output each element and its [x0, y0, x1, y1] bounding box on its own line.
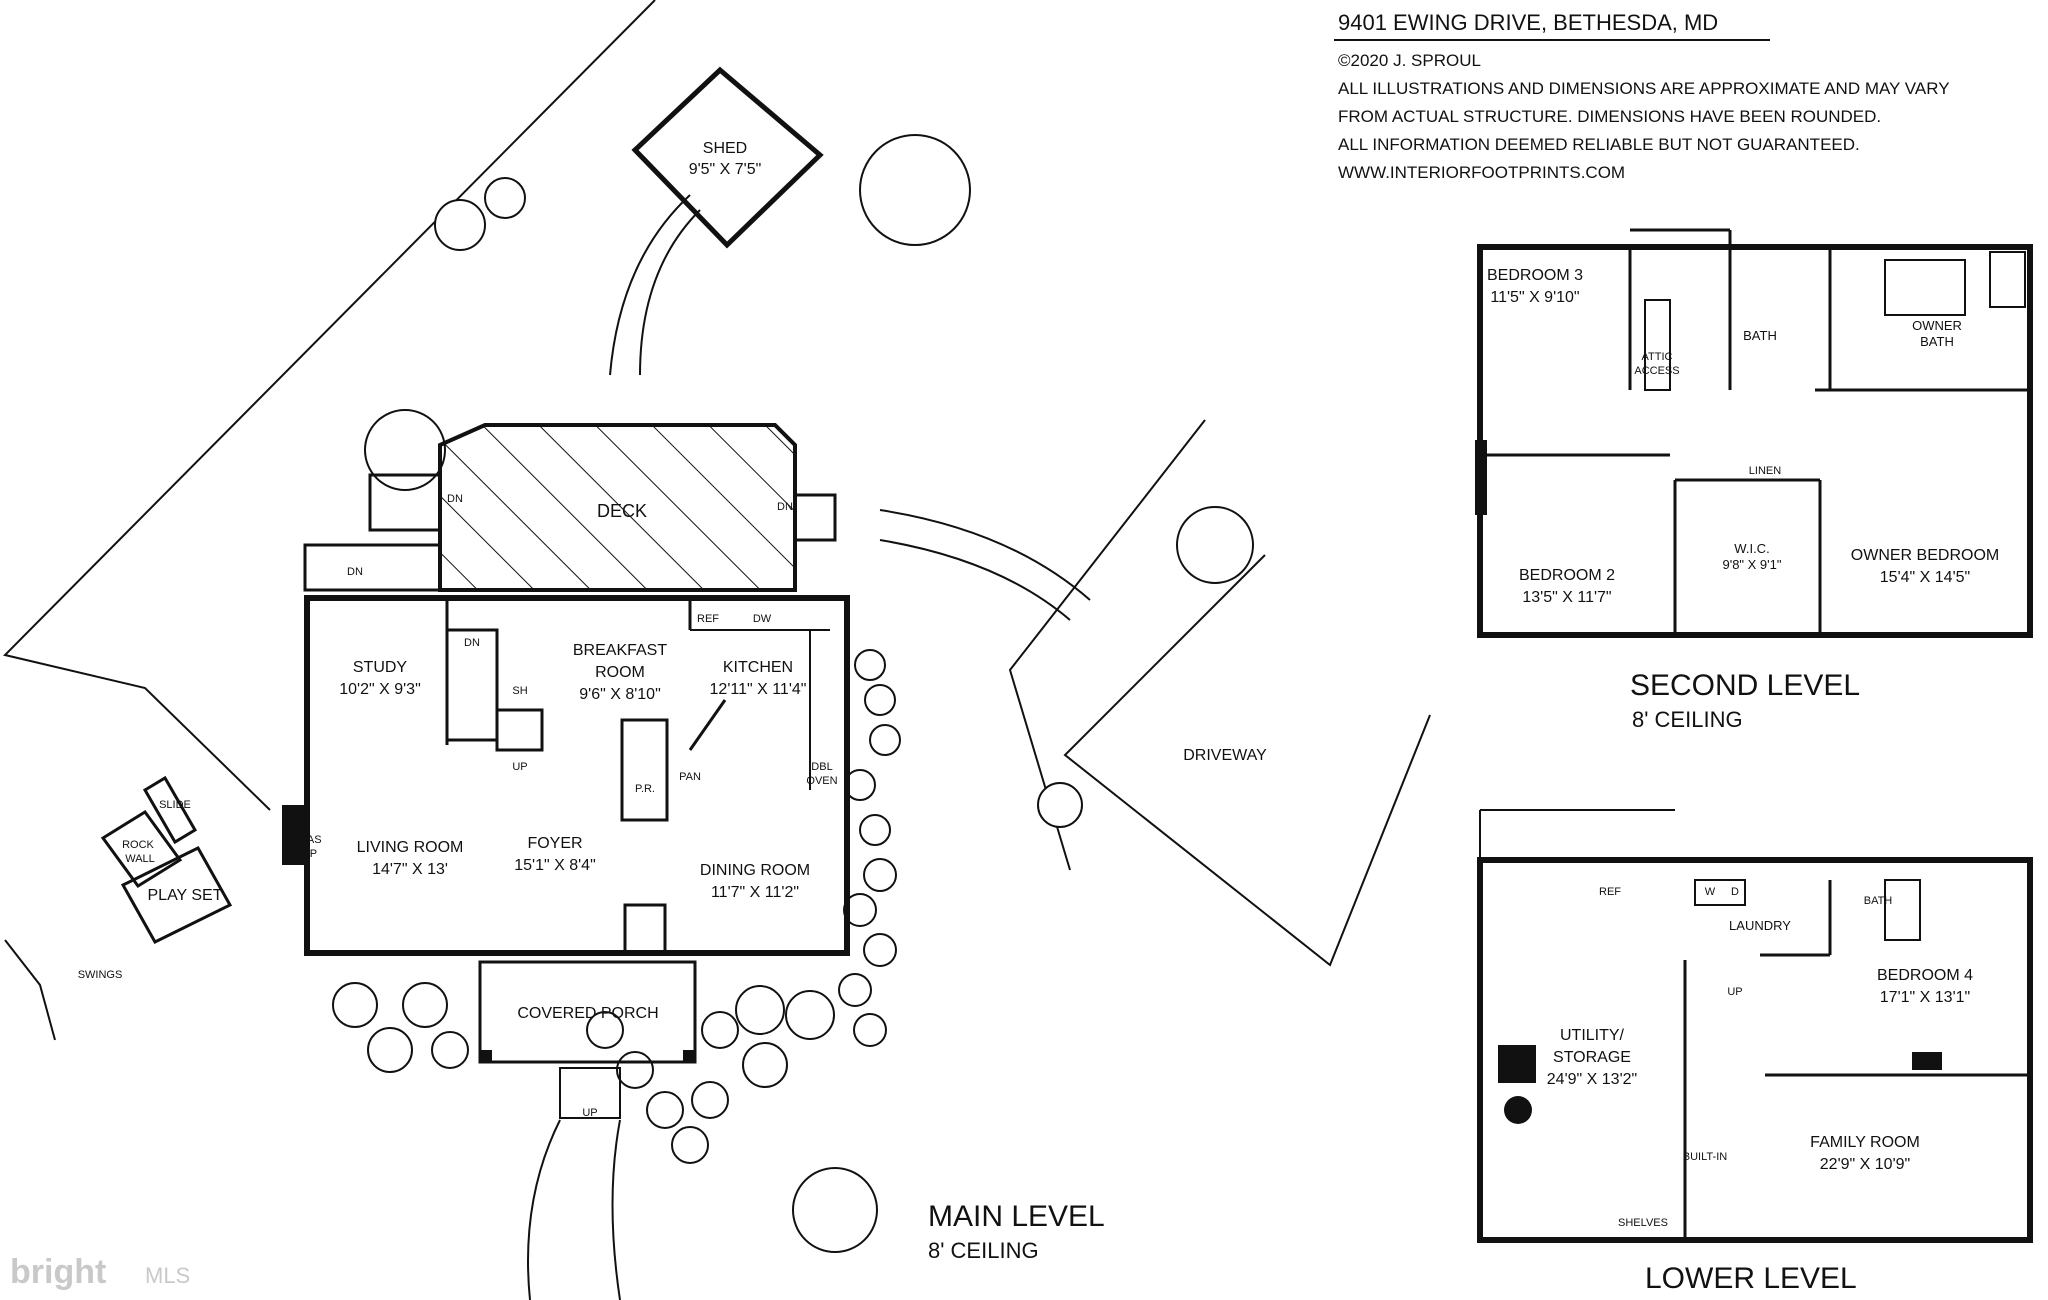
svg-text:GAS: GAS [298, 834, 321, 846]
main-level-ceiling: 8' CEILING [928, 1238, 1039, 1263]
svg-text:REF: REF [1599, 886, 1621, 898]
svg-text:LIVING ROOM: LIVING ROOM [357, 839, 464, 856]
svg-text:BREAKFAST: BREAKFAST [573, 642, 667, 659]
shed: SHED 9'5" X 7'5" [631, 66, 824, 249]
svg-text:D: D [1731, 886, 1739, 898]
covered-porch: COVERED PORCH UP [478, 960, 697, 1300]
svg-text:BEDROOM 3: BEDROOM 3 [1487, 267, 1583, 284]
svg-text:ATTIC: ATTIC [1642, 351, 1673, 363]
deck: DECK DN DN DN [303, 423, 837, 592]
svg-text:SWINGS: SWINGS [78, 969, 123, 981]
disclaimer-line-2: FROM ACTUAL STRUCTURE. DIMENSIONS HAVE B… [1338, 107, 1881, 126]
svg-text:SH: SH [512, 685, 527, 697]
svg-text:W.I.C.: W.I.C. [1734, 541, 1769, 556]
svg-text:UP: UP [512, 761, 527, 773]
svg-text:KITCHEN: KITCHEN [723, 659, 793, 676]
trees [332, 134, 1254, 1253]
svg-text:22'9" X 10'9": 22'9" X 10'9" [1820, 1156, 1910, 1173]
svg-text:9'6" X 8'10": 9'6" X 8'10" [579, 686, 661, 703]
svg-text:11'5" X 9'10": 11'5" X 9'10" [1490, 289, 1579, 306]
svg-text:BATH: BATH [1920, 334, 1954, 349]
main-level-title: MAIN LEVEL [928, 1200, 1105, 1233]
svg-text:REF: REF [697, 613, 719, 625]
lower-level-title: LOWER LEVEL [1645, 1262, 1857, 1295]
svg-text:MLS: MLS [145, 1263, 190, 1288]
svg-text:ROCK: ROCK [122, 839, 154, 851]
bright-mls-watermark: bright MLS [10, 1253, 190, 1291]
svg-text:COVERED PORCH: COVERED PORCH [517, 1005, 658, 1022]
svg-text:SHED: SHED [703, 140, 747, 157]
svg-text:14'7" X 13': 14'7" X 13' [372, 861, 448, 878]
svg-text:OVEN: OVEN [806, 775, 837, 787]
address-title: 9401 EWING DRIVE, BETHESDA, MD [1338, 10, 1718, 35]
svg-text:LAUNDRY: LAUNDRY [1729, 918, 1791, 933]
svg-text:WALL: WALL [125, 853, 155, 865]
svg-text:10'2" X 9'3": 10'2" X 9'3" [339, 681, 421, 698]
svg-text:DINING ROOM: DINING ROOM [700, 862, 810, 879]
second-level-title: SECOND LEVEL [1630, 669, 1860, 702]
svg-text:OWNER BEDROOM: OWNER BEDROOM [1851, 547, 1999, 564]
svg-text:PLAY SET: PLAY SET [148, 887, 223, 904]
svg-text:15'4" X 14'5": 15'4" X 14'5" [1880, 569, 1970, 586]
main-level: STUDY 10'2" X 9'3" BREAKFAST ROOM 9'6" X… [282, 595, 850, 956]
svg-text:STORAGE: STORAGE [1553, 1049, 1631, 1066]
svg-text:FP: FP [303, 848, 317, 860]
svg-text:11'7" X 11'2": 11'7" X 11'2" [711, 884, 799, 901]
svg-text:OWNER: OWNER [1912, 318, 1962, 333]
svg-text:DN: DN [777, 501, 793, 513]
disclaimer-line-1: ALL ILLUSTRATIONS AND DIMENSIONS ARE APP… [1338, 79, 1950, 98]
website-text: WWW.INTERIORFOOTPRINTS.COM [1338, 163, 1625, 182]
svg-text:ACCESS: ACCESS [1634, 365, 1679, 377]
svg-text:DBL: DBL [811, 761, 832, 773]
svg-text:17'1" X 13'1": 17'1" X 13'1" [1880, 989, 1970, 1006]
svg-text:DECK: DECK [597, 501, 647, 521]
svg-text:BEDROOM 2: BEDROOM 2 [1519, 567, 1615, 584]
svg-text:bright: bright [10, 1253, 106, 1291]
disclaimer-line-3: ALL INFORMATION DEEMED RELIABLE BUT NOT … [1338, 135, 1860, 154]
svg-text:UP: UP [1727, 986, 1742, 998]
play-set: ROCK WALL SLIDE PLAY SET SWINGS [78, 775, 233, 981]
svg-text:9'8" X 9'1": 9'8" X 9'1" [1722, 557, 1781, 572]
svg-text:P.R.: P.R. [635, 783, 655, 795]
svg-text:15'1" X 8'4": 15'1" X 8'4" [514, 857, 596, 874]
svg-text:UTILITY/: UTILITY/ [1560, 1027, 1625, 1044]
second-level-ceiling: 8' CEILING [1632, 707, 1743, 732]
svg-text:13'5" X 11'7": 13'5" X 11'7" [1522, 589, 1611, 606]
lower-level: LAUNDRY BEDROOM 4 17'1" X 13'1" UTILITY/… [1477, 809, 2033, 1243]
svg-text:SLIDE: SLIDE [159, 799, 191, 811]
svg-text:FOYER: FOYER [527, 835, 582, 852]
svg-text:SHELVES: SHELVES [1618, 1217, 1668, 1229]
svg-text:BUILT-IN: BUILT-IN [1683, 1151, 1727, 1163]
svg-text:UP: UP [582, 1107, 597, 1119]
svg-text:W: W [1705, 886, 1716, 898]
svg-text:BATH: BATH [1864, 895, 1893, 907]
svg-text:STUDY: STUDY [353, 659, 408, 676]
header-block: 9401 EWING DRIVE, BETHESDA, MD ©2020 J. … [1334, 10, 1950, 182]
driveway-label: DRIVEWAY [1183, 747, 1267, 764]
svg-text:9'5" X 7'5": 9'5" X 7'5" [689, 161, 762, 178]
svg-text:DN: DN [464, 637, 480, 649]
svg-text:24'9" X 13'2": 24'9" X 13'2" [1547, 1071, 1637, 1088]
svg-text:DN: DN [447, 493, 463, 505]
copyright-text: ©2020 J. SPROUL [1338, 51, 1481, 70]
svg-text:12'11" X 11'4": 12'11" X 11'4" [710, 681, 807, 698]
svg-text:PAN: PAN [679, 771, 701, 783]
svg-text:LINEN: LINEN [1749, 465, 1781, 477]
second-level: BEDROOM 3 11'5" X 9'10" BATH OWNER BATH … [1475, 228, 2033, 638]
svg-text:DN: DN [347, 566, 363, 578]
svg-text:ROOM: ROOM [595, 664, 645, 681]
svg-text:BEDROOM 4: BEDROOM 4 [1877, 967, 1973, 984]
svg-text:DW: DW [753, 613, 772, 625]
svg-text:FAMILY ROOM: FAMILY ROOM [1810, 1134, 1920, 1151]
svg-text:BATH: BATH [1743, 328, 1777, 343]
